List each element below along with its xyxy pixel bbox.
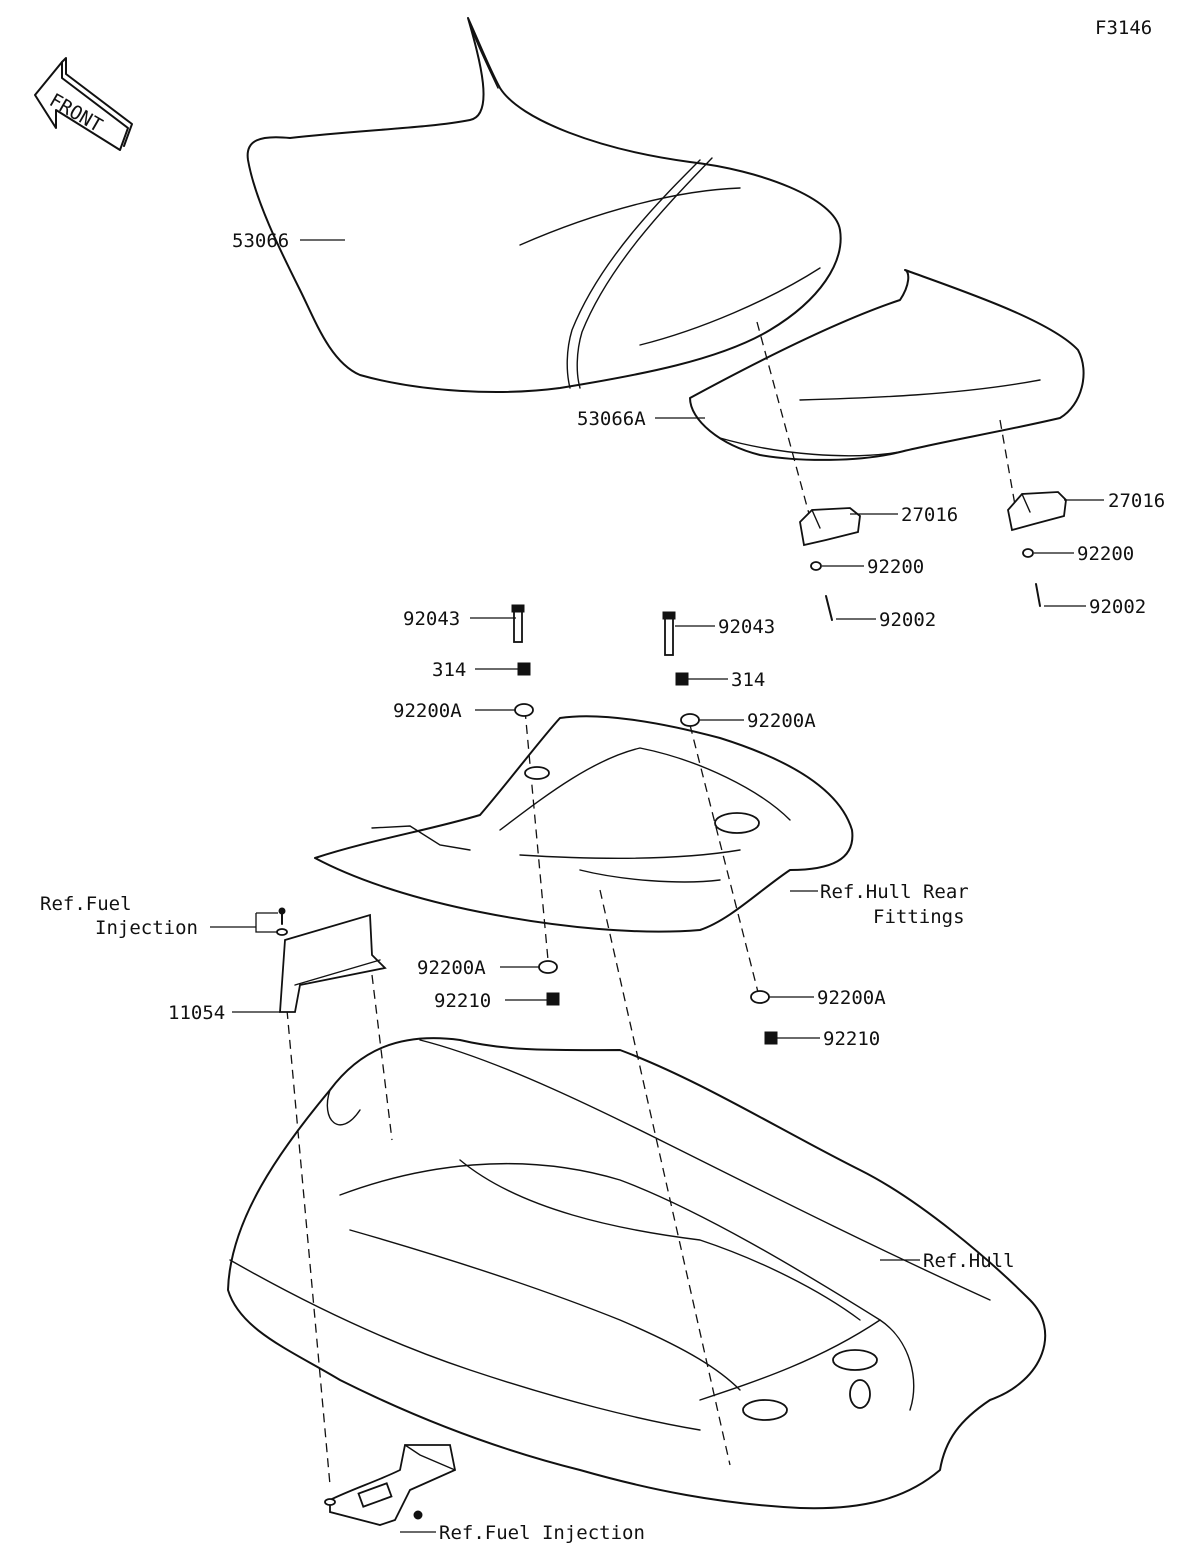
washer-92200A-lower-left [538,960,558,974]
nut-92210-left [546,992,560,1006]
rear-seat-53066A [689,269,1085,461]
bracket-11054 [279,913,387,1013]
label-92200-left: 92200 [867,556,924,578]
fuel-injection-bracket-bottom [324,1444,457,1526]
label-92002-right: 92002 [1089,596,1146,618]
nut-314-left [517,662,531,676]
label-314-left: 314 [432,659,466,681]
label-92200A-upper-left: 92200A [393,700,462,722]
stopper-left [799,507,861,547]
label-ref-fuel-injection-top-1: Ref.Fuel [40,893,132,915]
washer-92200A-upper-right [680,713,700,727]
nut-92210-right [764,1031,778,1045]
label-92200-right: 92200 [1077,543,1134,565]
front-arrow-icon: FRONT [34,57,133,151]
hull [227,1037,1047,1510]
label-11054: 11054 [168,1002,225,1024]
label-92002-left: 92002 [879,609,936,631]
figure-code: F3146 [1095,17,1152,39]
alignment-lines [286,321,1016,1486]
label-92210-left: 92210 [434,990,491,1012]
label-27016-left: 27016 [901,504,958,526]
label-92043-right: 92043 [718,616,775,638]
label-ref-hull: Ref.Hull [923,1250,1015,1272]
washer-92200A-upper-left [514,703,534,717]
bolt-92002-right [1035,583,1041,607]
fuel-injection-fastener-top [276,907,288,936]
stud-92043-left [511,604,525,643]
stud-92043-right [662,611,676,656]
part-labels: 53066 53066A 27016 27016 92200 92200 920… [40,230,1165,1544]
washer-92200-left [810,561,822,571]
label-53066A: 53066A [577,408,646,430]
label-ref-hull-rear-fittings-1: Ref.Hull Rear [820,881,969,903]
label-53066: 53066 [232,230,289,252]
label-92200A-lower-right: 92200A [817,987,886,1009]
label-ref-hull-rear-fittings-2: Fittings [873,906,965,928]
label-92043-left: 92043 [403,608,460,630]
bolt-92002-left [825,595,833,621]
label-314-right: 314 [731,669,765,691]
label-92200A-upper-right: 92200A [747,710,816,732]
label-27016-right: 27016 [1108,490,1165,512]
leader-lines [210,239,1104,1533]
label-92210-right: 92210 [823,1028,880,1050]
label-ref-fuel-injection-bottom: Ref.Fuel Injection [439,1522,645,1544]
washer-92200-right [1022,548,1034,558]
seat-base-frame [314,715,854,933]
label-ref-fuel-injection-top-2: Injection [95,917,198,939]
label-92200A-lower-left: 92200A [417,957,486,979]
washer-92200A-lower-right [750,990,770,1004]
nut-314-right [675,672,689,686]
front-seat-53066 [246,17,842,393]
stopper-right [1007,491,1067,532]
